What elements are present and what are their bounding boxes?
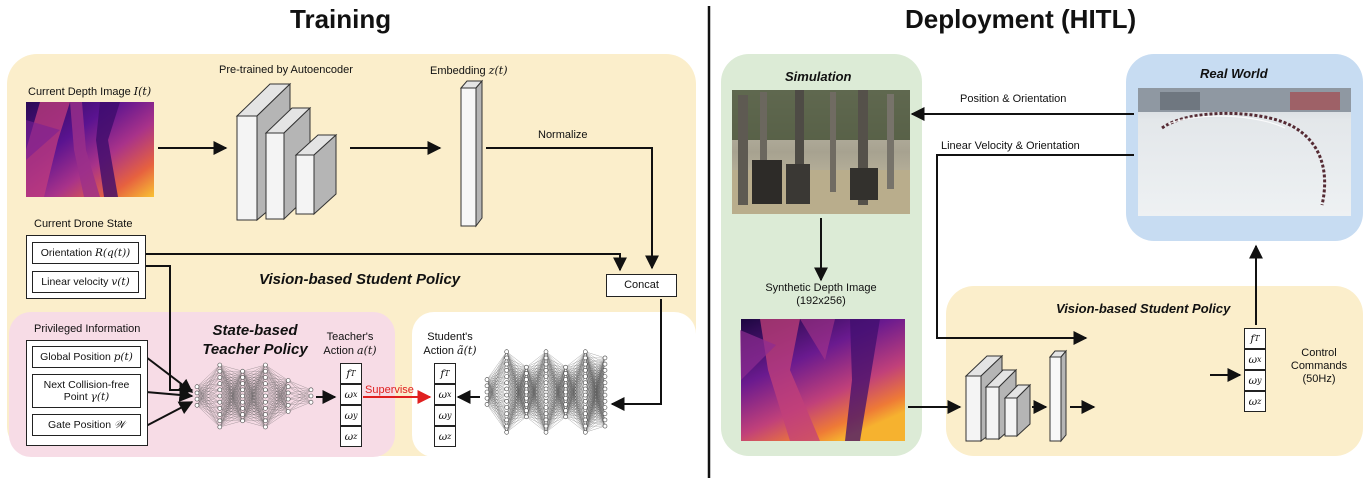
current-depth-image bbox=[26, 102, 154, 197]
autoencoder-label: Pre-trained by Autoencoder bbox=[219, 64, 353, 76]
real-world-photo bbox=[1138, 88, 1351, 216]
training-title: Training bbox=[290, 4, 392, 34]
embedding-label: Embedding z(t) bbox=[430, 64, 508, 77]
control-commands-label: Control Commands (50Hz) bbox=[1290, 347, 1348, 386]
linear-velocity-field: Linear velocity v(t) bbox=[32, 271, 139, 293]
gate-position-field: Gate Position 𝒲 bbox=[32, 414, 141, 436]
collision-free-point-field: Next Collision-free Point γ(t) bbox=[32, 374, 141, 408]
teacher-action-label: Teacher's Action a(t) bbox=[323, 331, 377, 358]
synthetic-depth-label: Synthetic Depth Image (192x256) bbox=[765, 282, 877, 308]
position-orientation-label: Position & Orientation bbox=[960, 93, 1067, 105]
teacher-policy-label: State-based Teacher Policy bbox=[202, 322, 308, 358]
global-position-field: Global Position p(t) bbox=[32, 346, 141, 368]
student-network-panel bbox=[412, 312, 696, 457]
supervise-label: Supervise bbox=[365, 384, 414, 396]
encoder-blocks bbox=[235, 82, 338, 222]
normalize-label: Normalize bbox=[538, 129, 588, 141]
drone-state-label: Current Drone State bbox=[34, 218, 133, 230]
concat-box: Concat bbox=[606, 274, 677, 297]
student-policy-label: Vision-based Student Policy bbox=[259, 271, 461, 288]
deployment-title: Deployment (HITL) bbox=[905, 4, 1137, 34]
embedding-vector bbox=[459, 79, 484, 228]
deploy-embedding-vector bbox=[1048, 349, 1068, 443]
depth-image-label: Current Depth Image I(t) bbox=[28, 85, 152, 98]
synthetic-depth-image bbox=[740, 319, 905, 441]
deploy-student-policy-label: Vision-based Student Policy bbox=[1056, 301, 1231, 316]
real-world-label: Real World bbox=[1200, 66, 1268, 81]
simulation-render bbox=[732, 90, 910, 214]
student-action-label: Student's Action ã(t) bbox=[423, 331, 477, 358]
orientation-field: Orientation R(q(t)) bbox=[32, 242, 139, 264]
deploy-encoder-blocks bbox=[964, 354, 1032, 443]
linear-velocity-orientation-label: Linear Velocity & Orientation bbox=[941, 140, 1080, 152]
simulation-label: Simulation bbox=[785, 69, 852, 84]
privileged-info-label: Privileged Information bbox=[34, 323, 141, 335]
